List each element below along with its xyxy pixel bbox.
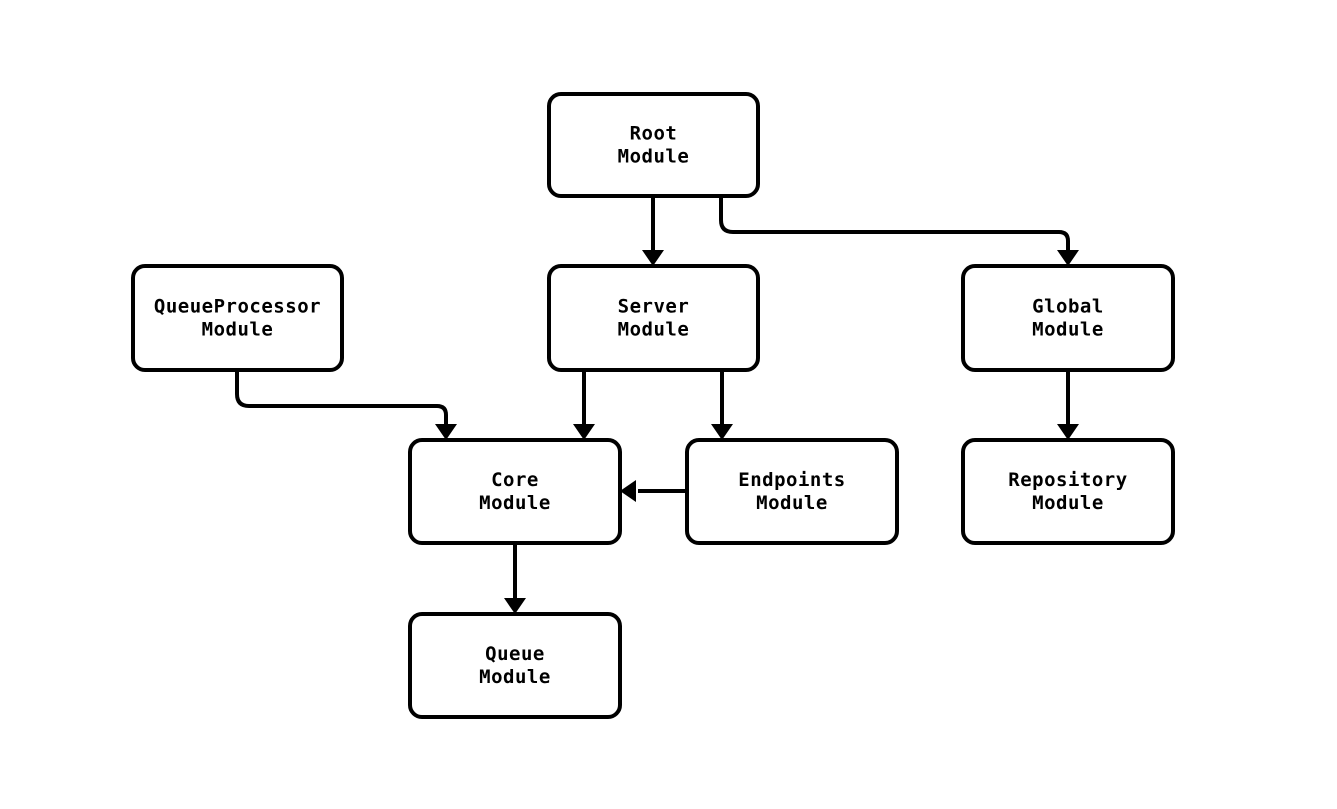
node-label-line1: Root [630, 123, 678, 145]
edge-root-to-global: Root Module to Global Module [719, 196, 1079, 266]
node-label-line1: Global [1032, 296, 1104, 318]
node-label-line1: Server [618, 296, 690, 318]
edge-server-to-endpoints: Server Module to Endpoints Module [711, 370, 733, 440]
node-box[interactable] [547, 92, 760, 198]
node-label-line2: Module [1032, 492, 1104, 514]
node-label-line2: Module [1032, 319, 1104, 341]
edge-queueprocessor-to-core: QueueProcessor Module to Core Module [235, 370, 457, 440]
node-label-line2: Module [756, 492, 828, 514]
edge-line [719, 196, 1070, 250]
edge-endpoints-to-core: Endpoints Module to Core Module [620, 480, 687, 502]
nodes-layer: RootModuleQueueProcessorModuleServerModu… [131, 92, 1175, 719]
node-label-line1: Repository [1008, 469, 1127, 491]
node-label-line2: Module [479, 492, 551, 514]
edge-root-to-server: Root Module to Server Module [642, 196, 664, 266]
node-box[interactable] [547, 264, 760, 372]
node-label-line2: Module [202, 319, 274, 341]
arrowhead-icon [1057, 250, 1079, 266]
arrowhead-icon [1057, 424, 1079, 440]
node-label-line2: Module [479, 666, 551, 688]
node-box[interactable] [685, 438, 899, 545]
node-label-line2: Module [618, 146, 690, 168]
edge-core-to-queue: Core Module to Queue Module [504, 543, 526, 614]
node-box[interactable] [131, 264, 344, 372]
node-label-line1: Core [491, 469, 539, 491]
node-box[interactable] [408, 612, 622, 719]
arrowhead-icon [642, 250, 664, 266]
node-label-line1: Endpoints [738, 469, 845, 491]
node-box[interactable] [961, 264, 1175, 372]
arrowhead-icon [711, 424, 733, 440]
node-label-line1: Queue [485, 643, 545, 665]
node-box[interactable] [961, 438, 1175, 545]
arrowhead-icon [620, 480, 636, 502]
node-box[interactable] [408, 438, 622, 545]
edges-layer: Root Module to Server Module Root Module … [235, 196, 1079, 614]
edge-line [235, 370, 448, 424]
node-label-line1: QueueProcessor [154, 296, 321, 318]
node-label-line2: Module [618, 319, 690, 341]
arrowhead-icon [504, 598, 526, 614]
arrowhead-icon [435, 424, 457, 440]
edge-global-to-repository: Global Module to Repository Module [1057, 370, 1079, 440]
edge-server-to-core: Server Module to Core Module [573, 370, 595, 440]
arrowhead-icon [573, 424, 595, 440]
